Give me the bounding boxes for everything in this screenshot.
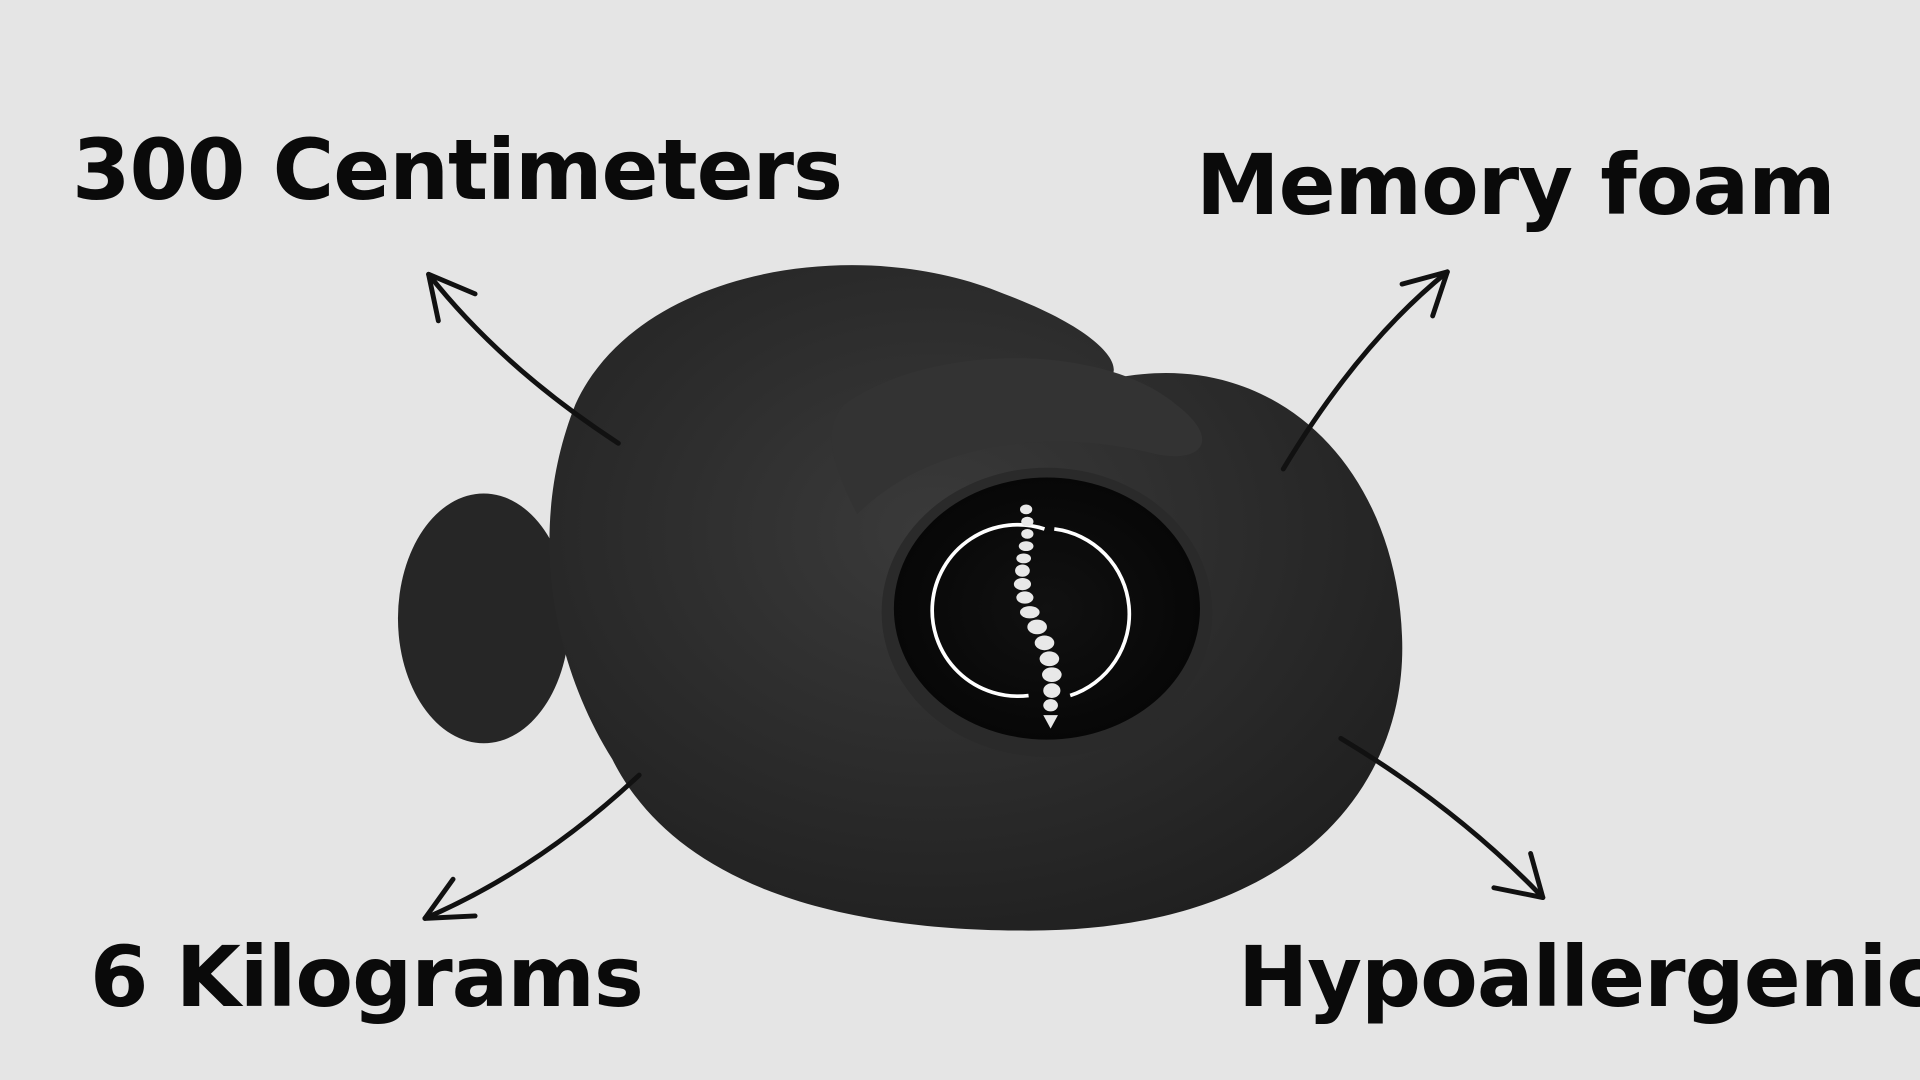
- pillow: [397, 265, 1403, 931]
- feature-length-label: 300 Centimeters: [72, 121, 843, 219]
- arrow-top-left: [426, 271, 621, 446]
- feature-material-label: Memory foam: [1196, 136, 1836, 234]
- arrows: [422, 269, 1546, 921]
- spine-logo-patch: [893, 477, 1200, 740]
- arrow-bottom-right: [1338, 735, 1546, 900]
- feature-weight-label: 6 Kilograms: [90, 928, 644, 1026]
- arrow-top-right: [1280, 269, 1450, 472]
- arrow-bottom-left: [422, 772, 642, 921]
- spine-icon: [1013, 504, 1062, 729]
- feature-property-label: Hypoallergenic: [1238, 928, 1920, 1026]
